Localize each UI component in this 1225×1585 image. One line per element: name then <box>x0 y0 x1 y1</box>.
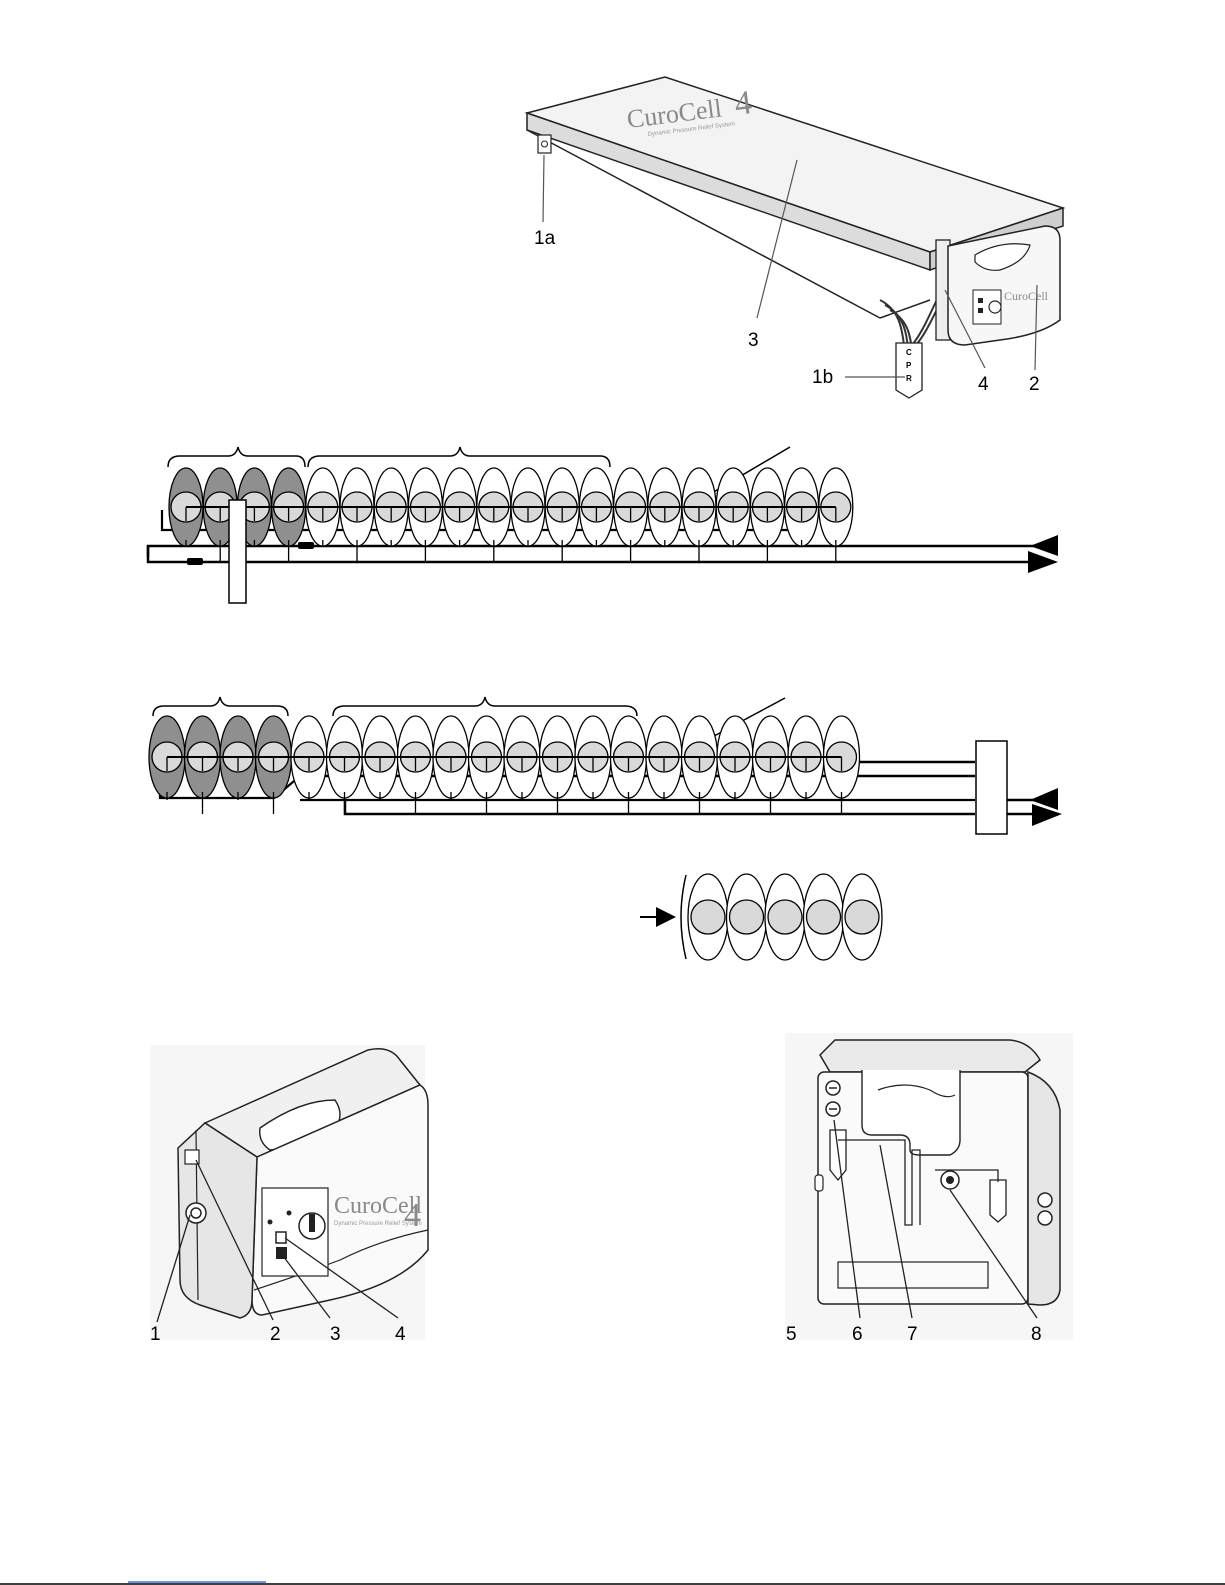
cpr-letter-p: P <box>906 361 912 370</box>
cpr-letter-c: C <box>906 348 912 357</box>
air-cell <box>765 874 805 960</box>
air-cell <box>819 468 853 562</box>
connector-1a-icon <box>538 135 551 153</box>
mattress-illustration: CuroCell 4 Dynamic Pressure Relief Syste… <box>527 77 1063 398</box>
air-cell <box>256 716 292 814</box>
brace-head-section-2 <box>153 697 288 716</box>
air-cell <box>340 468 374 562</box>
pump-callout-5: 5 <box>786 1324 797 1345</box>
air-cell <box>408 468 442 562</box>
pump-back-illustration: 5 6 7 8 <box>785 1033 1073 1345</box>
air-tube-2c <box>345 800 975 814</box>
side-knob-icon <box>815 1175 823 1191</box>
cpr-letter-r: R <box>906 374 912 383</box>
air-cell <box>477 468 511 562</box>
pump-callout-1: 1 <box>150 1324 161 1345</box>
pump-callout-4: 4 <box>395 1324 406 1345</box>
air-tube-upper <box>148 546 1045 557</box>
air-cell <box>682 468 716 562</box>
pump-callout-2: 2 <box>270 1324 281 1345</box>
pump-back-side <box>1028 1072 1060 1305</box>
pump-callout-7: 7 <box>907 1324 918 1345</box>
hanger-hook-right <box>990 1180 1006 1222</box>
air-tube-lower <box>148 546 1045 562</box>
brace-body-section <box>308 447 610 467</box>
mattress-top-surface <box>527 77 1063 252</box>
pump-brand-number: 4 <box>404 1197 421 1234</box>
air-cell <box>804 874 844 960</box>
tube-plug-3 <box>187 558 203 565</box>
switch-upper-icon <box>276 1232 286 1243</box>
pump-callout-8: 8 <box>1031 1324 1042 1345</box>
mattress-bottom-edge-2 <box>880 300 930 318</box>
brace-head-section <box>168 447 305 467</box>
cell-partial-edge <box>681 875 686 959</box>
callout-1b: 1b <box>812 367 833 388</box>
air-cell <box>545 468 579 562</box>
air-cell <box>842 874 882 960</box>
pressure-dial-pointer <box>309 1214 315 1232</box>
air-cell <box>688 874 728 960</box>
tube-arrow-upper <box>1030 535 1058 556</box>
cell-detail <box>640 874 882 960</box>
pump-callout-6: 6 <box>852 1324 863 1345</box>
air-cell <box>614 468 648 562</box>
cpr-valve-block-2 <box>976 741 1007 834</box>
indicator-led-2 <box>287 1211 292 1216</box>
pump-mini-brand: CuroCell <box>1004 289 1049 303</box>
air-cell <box>185 716 221 814</box>
callout-1a: 1a <box>534 228 556 249</box>
callout-3: 3 <box>748 330 759 351</box>
tube-plug-2 <box>298 542 314 549</box>
air-cell <box>727 874 767 960</box>
pump-front-illustration: CuroCell 4 Dynamic Pressure Relief Syste… <box>150 1045 428 1345</box>
callout-2: 2 <box>1029 374 1040 395</box>
pump-subtitle: Dynamic Pressure Relief System <box>334 1221 422 1227</box>
callout-4: 4 <box>978 374 989 395</box>
side-air-connector-2 <box>1038 1211 1052 1225</box>
indicator-led-1 <box>268 1220 273 1225</box>
cpr-valve-block-1 <box>229 500 246 603</box>
cell-diagram-1 <box>148 447 1058 603</box>
pump-callout-3: 3 <box>330 1324 341 1345</box>
brace-body-section-2 <box>333 697 637 716</box>
cell-diagram-2 <box>149 697 1062 834</box>
mattress-brand-number: 4 <box>732 84 753 123</box>
pump-back-top <box>820 1040 1040 1072</box>
air-cell <box>750 468 784 562</box>
side-air-connector-1 <box>1038 1193 1052 1207</box>
